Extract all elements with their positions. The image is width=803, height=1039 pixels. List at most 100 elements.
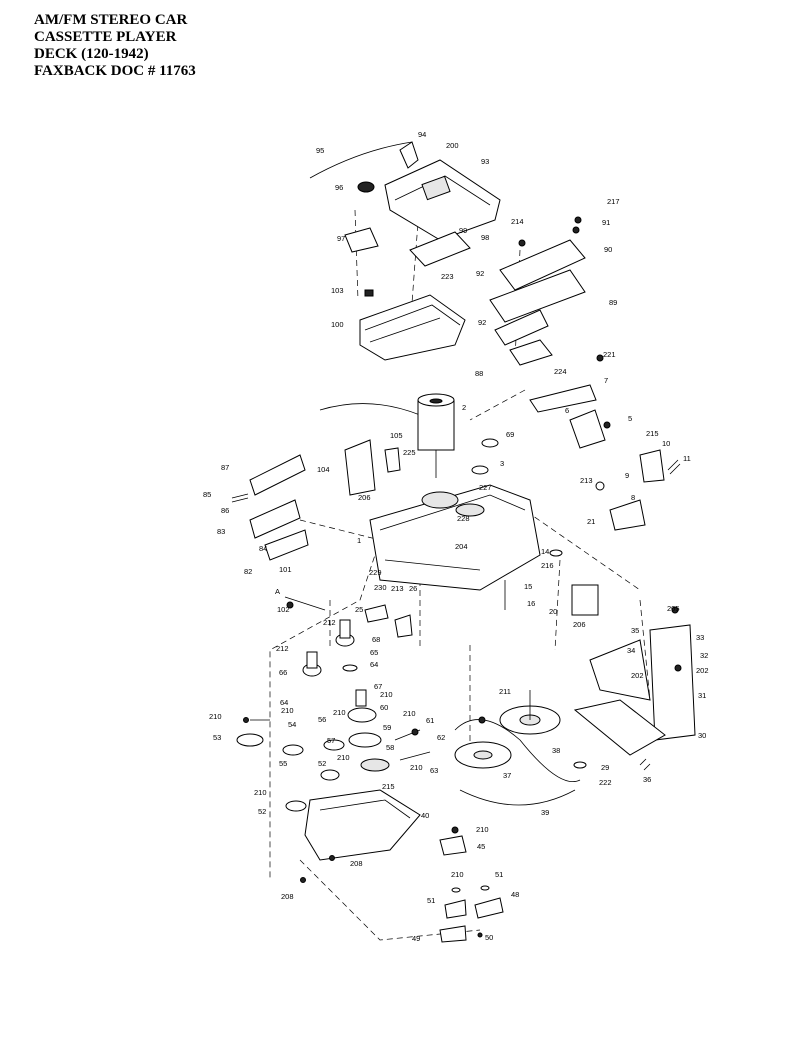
- callout-label: 38: [552, 746, 560, 755]
- callout-label: 221: [603, 350, 616, 359]
- motor: [319, 393, 455, 478]
- callout-label: 210: [333, 708, 346, 717]
- callout-label: 30: [698, 731, 706, 740]
- callout-label: 3: [500, 459, 504, 468]
- callout-label: 16: [527, 599, 535, 608]
- callout-label: 206: [573, 620, 586, 629]
- callout-label: 213: [391, 584, 404, 593]
- callout-label: 205: [667, 604, 680, 613]
- callout-label: 67: [374, 682, 382, 691]
- callout-label: 99: [459, 226, 467, 235]
- callout-label: 101: [279, 565, 292, 574]
- callout-label: 48: [511, 890, 519, 899]
- bottom-small-parts: [439, 885, 504, 943]
- callout-label: 104: [317, 465, 330, 474]
- right-linkage: [529, 384, 681, 531]
- callout-label: 229: [369, 568, 382, 577]
- callout-label: 212: [276, 644, 289, 653]
- callout-label: 36: [643, 775, 651, 784]
- callout-label: 210: [254, 788, 267, 797]
- title-line: CASSETTE PLAYER: [34, 29, 177, 45]
- document-title: AM/FM STEREO CAR CASSETTE PLAYER DECK (1…: [34, 12, 196, 80]
- right-bracket-assembly: [573, 606, 696, 771]
- callout-label: 14: [541, 547, 549, 556]
- callout-label: 64: [280, 698, 288, 707]
- callout-label: 87: [221, 463, 229, 472]
- callout-label: 64: [370, 660, 378, 669]
- callout-label: 54: [288, 720, 296, 729]
- callout-label: 215: [382, 782, 395, 791]
- callout-label: 210: [476, 825, 489, 834]
- callout-label: 82: [244, 567, 252, 576]
- callout-label: 210: [281, 706, 294, 715]
- callout-label: 53: [213, 733, 221, 742]
- left-bracket-assembly: [231, 439, 401, 561]
- title-line: FAXBACK DOC # 11763: [34, 63, 196, 79]
- callout-label: 50: [485, 933, 493, 942]
- callout-label: 202: [631, 671, 644, 680]
- callout-label: 52: [318, 759, 326, 768]
- callout-label: 20: [549, 607, 557, 616]
- callout-label: 222: [599, 778, 612, 787]
- callout-label: 26: [409, 584, 417, 593]
- callout-label: 217: [607, 197, 620, 206]
- slide-plate-assembly: [489, 216, 586, 346]
- callout-label: 216: [541, 561, 554, 570]
- callout-label: 214: [511, 217, 524, 226]
- callout-label: 57: [327, 736, 335, 745]
- callout-label: 31: [698, 691, 706, 700]
- gear-train: [236, 619, 431, 812]
- callout-label: 33: [696, 633, 704, 642]
- callout-label: 69: [506, 430, 514, 439]
- callout-label: 210: [209, 712, 222, 721]
- callout-label: 230: [374, 583, 387, 592]
- callout-label: 29: [601, 763, 609, 772]
- callout-label: 83: [217, 527, 225, 536]
- callout-label: 65: [370, 648, 378, 657]
- callout-label: 84: [259, 544, 267, 553]
- callout-label: 5: [628, 414, 632, 423]
- callout-label: 215: [646, 429, 659, 438]
- callout-label: 212: [323, 618, 336, 627]
- callout-label: 35: [631, 626, 639, 635]
- callout-label: 89: [609, 298, 617, 307]
- callout-label: 21: [587, 517, 595, 526]
- callout-label: 66: [279, 668, 287, 677]
- callout-label: 63: [430, 766, 438, 775]
- callout-label: 94: [418, 130, 426, 139]
- callout-label: 60: [380, 703, 388, 712]
- flywheels: [454, 690, 587, 806]
- callout-label: 202: [696, 666, 709, 675]
- callout-label: 68: [372, 635, 380, 644]
- callout-label: 52: [258, 807, 266, 816]
- callout-label: 204: [455, 542, 468, 551]
- callout-label: 93: [481, 157, 489, 166]
- callout-label: 96: [335, 183, 343, 192]
- callout-label: 213: [580, 476, 593, 485]
- callout-label: A: [275, 587, 280, 596]
- callout-label: 37: [503, 771, 511, 780]
- head-block: [359, 289, 604, 366]
- callout-label: 15: [524, 582, 532, 591]
- callout-label: 210: [410, 763, 423, 772]
- title-line: DECK (120-1942): [34, 46, 149, 62]
- callout-label: 39: [541, 808, 549, 817]
- bottom-plate: [300, 789, 467, 883]
- callout-label: 210: [403, 709, 416, 718]
- callout-label: 86: [221, 506, 229, 515]
- callout-label: 40: [421, 811, 429, 820]
- callout-label: 7: [604, 376, 608, 385]
- callout-label: 223: [441, 272, 454, 281]
- callout-label: 200: [446, 141, 459, 150]
- callout-label: 1: [357, 536, 361, 545]
- callout-label: 32: [700, 651, 708, 660]
- callout-label: 228: [457, 514, 470, 523]
- callout-label: 25: [355, 605, 363, 614]
- callout-label: 92: [478, 318, 486, 327]
- callout-label: 90: [604, 245, 612, 254]
- callout-label: 10: [662, 439, 670, 448]
- callout-label: 62: [437, 733, 445, 742]
- callout-label: 206: [358, 493, 371, 502]
